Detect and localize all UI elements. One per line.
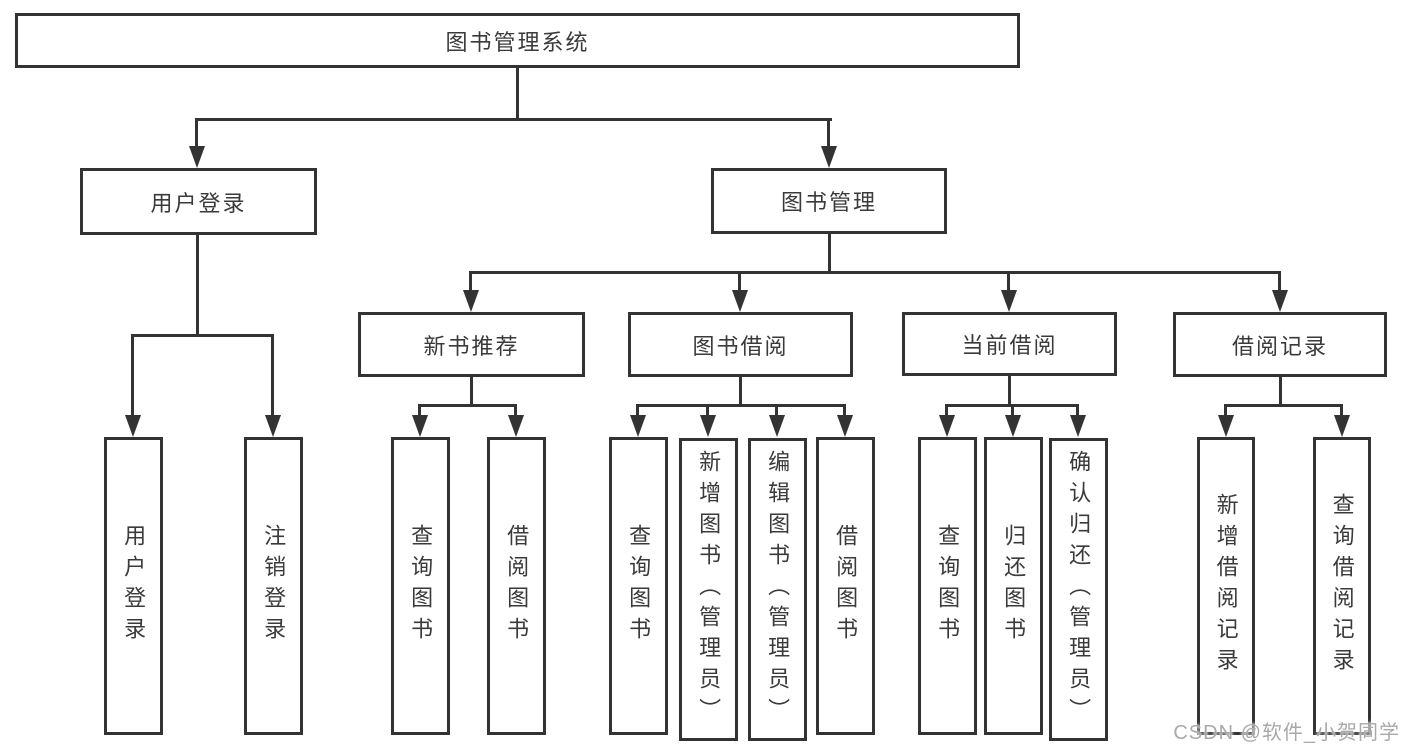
- leaf-confirm-return-admin: 确认归还（管理员）: [1049, 438, 1108, 741]
- connector-line: [418, 404, 421, 416]
- connector-line: [827, 118, 830, 146]
- connector-line: [1279, 376, 1282, 406]
- leaf-label: 查询图书: [408, 524, 434, 648]
- connector-line: [1224, 404, 1227, 416]
- connector-line: [843, 404, 846, 416]
- connector-arrow: [837, 415, 853, 437]
- leaf-query-borrow-record: 查询借阅记录: [1313, 437, 1371, 735]
- leaf-label: 查询借阅记录: [1329, 493, 1355, 679]
- leaf-label: 查询图书: [935, 524, 961, 648]
- leaf-label: 编辑图书（管理员）: [765, 450, 791, 729]
- leaf-label: 查询图书: [626, 524, 652, 648]
- leaf-label: 归还图书: [1001, 524, 1027, 648]
- leaf-return-book: 归还图书: [984, 437, 1043, 735]
- node-new-book-recommend: 新书推荐: [358, 312, 585, 377]
- leaf-label: 借阅图书: [504, 524, 530, 648]
- connector-arrow: [125, 415, 141, 437]
- connector-line: [636, 404, 846, 407]
- connector-line: [1007, 271, 1010, 290]
- connector-line: [470, 377, 473, 406]
- connector-line: [514, 404, 517, 416]
- connector-line: [195, 118, 198, 146]
- connector-line: [418, 404, 517, 407]
- leaf-label: 新增借阅记录: [1213, 493, 1239, 679]
- connector-line: [1224, 404, 1343, 407]
- connector-line: [1011, 404, 1014, 416]
- leaf-label: 借阅图书: [833, 524, 859, 648]
- node-library-management-system: 图书管理系统: [15, 13, 1020, 68]
- connector-arrow: [1070, 415, 1086, 437]
- connector-line: [706, 404, 709, 416]
- leaf-borrow-books-recommend: 借阅图书: [487, 437, 546, 735]
- leaf-label: 用户登录: [121, 524, 147, 648]
- watermark: CSDN @软件_小贺同学: [1173, 722, 1400, 744]
- node-user-login: 用户登录: [80, 168, 317, 235]
- connector-arrow: [1218, 415, 1234, 437]
- connector-line: [516, 68, 519, 120]
- node-book-management: 图书管理: [711, 168, 947, 234]
- connector-line: [1340, 404, 1343, 416]
- connector-arrow: [1001, 290, 1017, 312]
- leaf-add-borrow-record: 新增借阅记录: [1197, 437, 1255, 735]
- connector-arrow: [630, 415, 646, 437]
- connector-arrow: [732, 290, 748, 312]
- leaf-label: 新增图书（管理员）: [696, 450, 722, 729]
- leaf-query-books-borrowing: 查询图书: [609, 437, 668, 735]
- leaf-logout: 注销登录: [244, 437, 303, 735]
- connector-arrow: [189, 146, 205, 168]
- connector-line: [739, 377, 742, 406]
- leaf-query-books-recommend: 查询图书: [391, 437, 450, 735]
- connector-line: [636, 404, 639, 416]
- connector-arrow: [1334, 415, 1350, 437]
- connector-line: [271, 334, 274, 415]
- leaf-borrow-books-borrowing: 借阅图书: [816, 437, 875, 735]
- connector-arrow: [412, 415, 428, 437]
- leaf-edit-book-admin: 编辑图书（管理员）: [748, 438, 807, 741]
- node-borrowing-records: 借阅记录: [1173, 312, 1387, 377]
- leaf-user-login: 用户登录: [104, 437, 163, 735]
- leaf-add-book-admin: 新增图书（管理员）: [679, 438, 738, 741]
- connector-line: [195, 118, 832, 121]
- node-book-borrowing: 图书借阅: [628, 312, 853, 377]
- connector-line: [1278, 271, 1281, 290]
- connector-line: [196, 235, 199, 336]
- connector-line: [828, 234, 831, 274]
- connector-arrow: [939, 415, 955, 437]
- connector-line: [738, 271, 741, 290]
- connector-line: [469, 271, 472, 290]
- connector-arrow: [508, 415, 524, 437]
- connector-arrow: [265, 415, 281, 437]
- connector-arrow: [1005, 415, 1021, 437]
- connector-arrow: [463, 290, 479, 312]
- connector-line: [945, 404, 948, 416]
- connector-arrow: [821, 146, 837, 168]
- connector-line: [1008, 375, 1011, 406]
- connector-arrow: [700, 415, 716, 437]
- connector-line: [775, 404, 778, 416]
- connector-arrow: [769, 415, 785, 437]
- connector-line: [469, 271, 1281, 274]
- connector-line: [131, 334, 134, 415]
- connector-line: [1076, 404, 1079, 416]
- leaf-query-books-current: 查询图书: [918, 437, 977, 735]
- node-current-borrowing: 当前借阅: [902, 312, 1117, 376]
- leaf-label: 确认归还（管理员）: [1066, 450, 1092, 729]
- leaf-label: 注销登录: [261, 524, 287, 648]
- connector-line: [131, 334, 274, 337]
- connector-arrow: [1272, 290, 1288, 312]
